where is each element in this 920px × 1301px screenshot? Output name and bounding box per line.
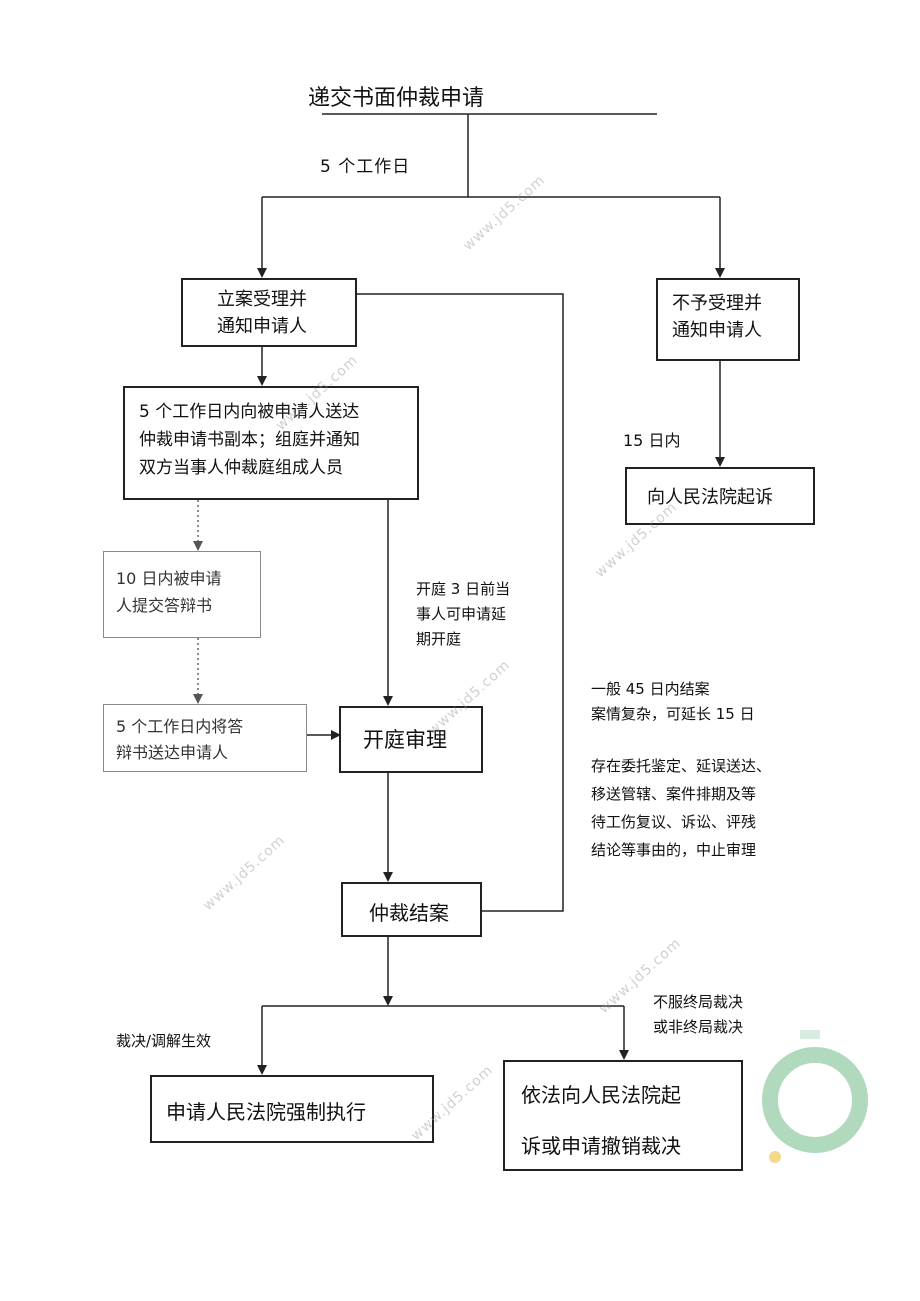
label-suspend-note: 存在委托鉴定、延误送达、 移送管辖、案件排期及等 待工伤复议、诉讼、评残 结论等… (591, 757, 772, 859)
box-accept-label: 立案受理并 通知申请人 (217, 289, 307, 337)
box-reject-label: 不予受理并 通知申请人 (672, 293, 762, 341)
label-duration-note: 一般 45 日内结案 案情复杂，可延长 15 日 (591, 680, 755, 723)
box-reject: 不予受理并 通知申请人 (656, 278, 800, 361)
box-appeal-line2: 诉或申请撤销裁决 (521, 1134, 681, 1158)
label-fifteen-days: 15 日内 (623, 431, 681, 450)
box-enforce-label: 申请人民法院强制执行 (166, 1100, 366, 1124)
label-not-accept-ruling: 不服终局裁决 或非终局裁决 (653, 993, 744, 1036)
label-five-days: 5 个工作日 (320, 157, 411, 177)
label-postpone-note: 开庭 3 日前当 事人可申请延 期开庭 (416, 580, 511, 648)
box-enforce: 申请人民法院强制执行 (150, 1075, 434, 1143)
box-hearing: 开庭审理 (339, 706, 483, 773)
box-accept: 立案受理并 通知申请人 (181, 278, 357, 347)
box-close-case-label: 仲裁结案 (369, 901, 449, 925)
label-effective: 裁决/调解生效 (116, 1032, 212, 1050)
box-close-case: 仲裁结案 (341, 882, 482, 937)
box-defense: 10 日内被申请 人提交答辩书 (103, 551, 261, 638)
page-title: 递交书面仲裁申请 (308, 86, 485, 111)
box-serve-copy: 5 个工作日内向被申请人送达 仲裁申请书副本；组庭并通知 双方当事人仲裁庭组成人… (123, 386, 419, 500)
connector-accept-to-close (357, 293, 564, 912)
box-deliver-defense: 5 个工作日内将答 辩书送达申请人 (103, 704, 307, 772)
box-deliver-defense-label: 5 个工作日内将答 辩书送达申请人 (116, 717, 244, 762)
box-appeal: 依法向人民法院起 诉或申请撤销裁决 (503, 1060, 743, 1171)
box-sue-court: 向人民法院起诉 (625, 467, 815, 525)
box-hearing-label: 开庭审理 (363, 728, 447, 752)
box-serve-copy-label: 5 个工作日内向被申请人送达 仲裁申请书副本；组庭并通知 双方当事人仲裁庭组成人… (139, 402, 360, 478)
box-sue-court-label: 向人民法院起诉 (647, 487, 773, 508)
logo-icon (762, 1030, 868, 1163)
box-appeal-line1: 依法向人民法院起 (521, 1083, 681, 1107)
box-defense-label: 10 日内被申请 人提交答辩书 (116, 569, 222, 615)
